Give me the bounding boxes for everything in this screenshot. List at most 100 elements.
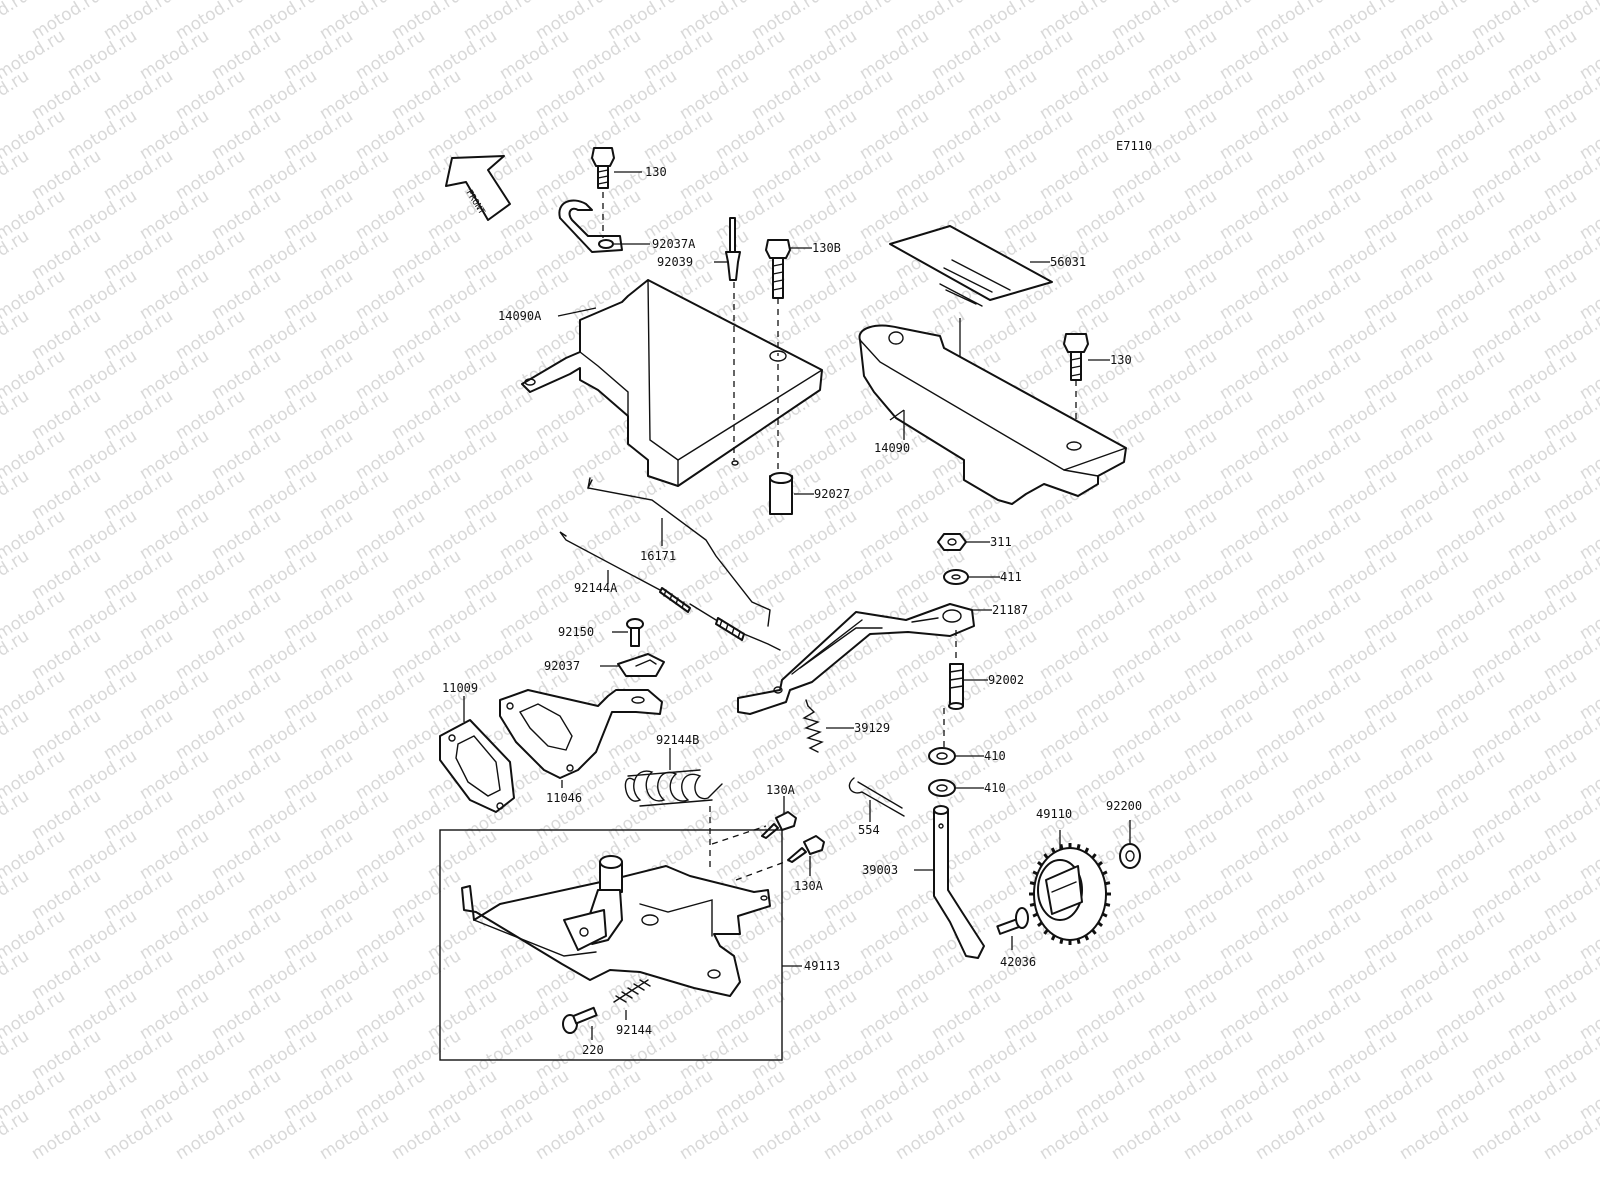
watermark-text: motod.ru bbox=[316, 946, 393, 1004]
callout-311: 311 bbox=[990, 535, 1012, 549]
watermark-text: motod.ru bbox=[1180, 466, 1257, 524]
watermark-text: motod.ru bbox=[1468, 306, 1545, 364]
watermark-text: motod.ru bbox=[1252, 626, 1329, 684]
watermark-text: motod.ru bbox=[1540, 1106, 1600, 1164]
watermark-text: motod.ru bbox=[28, 866, 105, 924]
watermark-text: motod.ru bbox=[532, 546, 609, 604]
watermark-text: motod.ru bbox=[460, 1026, 537, 1084]
washer-410-lower bbox=[928, 779, 956, 797]
watermark-text: motod.ru bbox=[316, 146, 393, 204]
watermark-text: motod.ru bbox=[856, 666, 933, 724]
watermark-text: motod.ru bbox=[1504, 506, 1581, 564]
watermark-text: motod.ru bbox=[1144, 666, 1221, 724]
watermark-text: motod.ru bbox=[496, 106, 573, 164]
watermark-text: motod.ru bbox=[172, 66, 249, 124]
watermark-text: motod.ru bbox=[64, 986, 141, 1044]
watermark-text: motod.ru bbox=[1144, 586, 1221, 644]
watermark-text: motod.ru bbox=[100, 866, 177, 924]
watermark-text: motod.ru bbox=[532, 1106, 609, 1164]
watermark-text: motod.ru bbox=[820, 1026, 897, 1084]
watermark-text: motod.ru bbox=[892, 66, 969, 124]
gasket-11009 bbox=[439, 719, 515, 813]
watermark-text: motod.ru bbox=[316, 546, 393, 604]
watermark-text: motod.ru bbox=[1288, 1066, 1365, 1124]
watermark-text: motod.ru bbox=[1180, 946, 1257, 1004]
rod-16171 bbox=[587, 477, 771, 627]
callout-14090: 14090 bbox=[874, 441, 910, 455]
watermark-text: motod.ru bbox=[100, 786, 177, 844]
watermark-text: motod.ru bbox=[424, 666, 501, 724]
watermark-text: motod.ru bbox=[1144, 266, 1221, 324]
clamp-92037A bbox=[558, 199, 623, 253]
watermark-text: motod.ru bbox=[136, 666, 213, 724]
watermark-text: motod.ru bbox=[388, 306, 465, 364]
watermark-text: motod.ru bbox=[1108, 66, 1185, 124]
callout-14090A: 14090A bbox=[498, 309, 542, 323]
watermark-text: motod.ru bbox=[460, 386, 537, 444]
watermark-text: motod.ru bbox=[64, 426, 141, 484]
watermark-text: motod.ru bbox=[604, 1106, 681, 1164]
callout-92150: 92150 bbox=[558, 625, 594, 639]
watermark-text: motod.ru bbox=[1036, 66, 1113, 124]
watermark-text: motod.ru bbox=[1360, 906, 1437, 964]
watermark-text: motod.ru bbox=[1432, 906, 1509, 964]
watermark-text: motod.ru bbox=[1216, 186, 1293, 244]
watermark-text: motod.ru bbox=[280, 426, 357, 484]
watermark-text: motod.ru bbox=[424, 346, 501, 404]
watermark-text: motod.ru bbox=[136, 186, 213, 244]
watermark-text: motod.ru bbox=[1180, 866, 1257, 924]
watermark-text: motod.ru bbox=[1468, 146, 1545, 204]
watermark-text: motod.ru bbox=[1324, 786, 1401, 844]
watermark-text: motod.ru bbox=[28, 466, 105, 524]
watermark-text: motod.ru bbox=[748, 1106, 825, 1164]
watermark-text: motod.ru bbox=[712, 826, 789, 884]
callout-130-top: 130 bbox=[645, 165, 667, 179]
watermark-text: motod.ru bbox=[1072, 186, 1149, 244]
callout-92200: 92200 bbox=[1106, 799, 1142, 813]
watermark-text: motod.ru bbox=[1072, 986, 1149, 1044]
watermark-text: motod.ru bbox=[676, 1106, 753, 1164]
watermark-text: motod.ru bbox=[1360, 586, 1437, 644]
watermark-text: motod.ru bbox=[208, 186, 285, 244]
watermark-text: motod.ru bbox=[1432, 586, 1509, 644]
watermark-text: motod.ru bbox=[1504, 26, 1581, 84]
nut-311 bbox=[937, 533, 967, 551]
watermark-text: motod.ru bbox=[388, 866, 465, 924]
watermark-text: motod.ru bbox=[316, 226, 393, 284]
watermark-text: motod.ru bbox=[1432, 506, 1509, 564]
watermark-text: motod.ru bbox=[244, 226, 321, 284]
watermark-text: motod.ru bbox=[1216, 826, 1293, 884]
watermark-text: motod.ru bbox=[0, 0, 33, 44]
watermark-text: motod.ru bbox=[856, 906, 933, 964]
watermark-text: motod.ru bbox=[1288, 746, 1365, 804]
watermark-text: motod.ru bbox=[388, 386, 465, 444]
watermark-text: motod.ru bbox=[1396, 1106, 1473, 1164]
watermark-text: motod.ru bbox=[352, 106, 429, 164]
watermark-text: motod.ru bbox=[244, 946, 321, 1004]
watermark-text: motod.ru bbox=[1324, 146, 1401, 204]
watermark-text: motod.ru bbox=[172, 146, 249, 204]
watermark-text: motod.ru bbox=[1360, 746, 1437, 804]
watermark-text: motod.ru bbox=[280, 346, 357, 404]
watermark-text: motod.ru bbox=[64, 186, 141, 244]
watermark-text: motod.ru bbox=[208, 26, 285, 84]
watermark-text: motod.ru bbox=[1108, 786, 1185, 844]
watermark-text: motod.ru bbox=[352, 506, 429, 564]
watermark-text: motod.ru bbox=[1252, 146, 1329, 204]
watermark-text: motod.ru bbox=[496, 826, 573, 884]
watermark-text: motod.ru bbox=[532, 66, 609, 124]
watermark-text: motod.ru bbox=[1504, 826, 1581, 884]
watermark-text: motod.ru bbox=[640, 26, 717, 84]
callout-130A-a: 130A bbox=[766, 783, 796, 797]
callout-130B: 130B bbox=[812, 241, 841, 255]
watermark-text: motod.ru bbox=[28, 546, 105, 604]
watermark-text: motod.ru bbox=[1360, 186, 1437, 244]
callout-21187: 21187 bbox=[992, 603, 1028, 617]
watermark-text: motod.ru bbox=[244, 386, 321, 444]
watermark-text: motod.ru bbox=[1036, 626, 1113, 684]
watermark-text: motod.ru bbox=[1288, 986, 1365, 1044]
watermark-text: motod.ru bbox=[1396, 146, 1473, 204]
diagram-code: E7110 bbox=[1116, 139, 1152, 153]
watermark-text: motod.ru bbox=[1252, 226, 1329, 284]
watermark-text: motod.ru bbox=[1432, 346, 1509, 404]
